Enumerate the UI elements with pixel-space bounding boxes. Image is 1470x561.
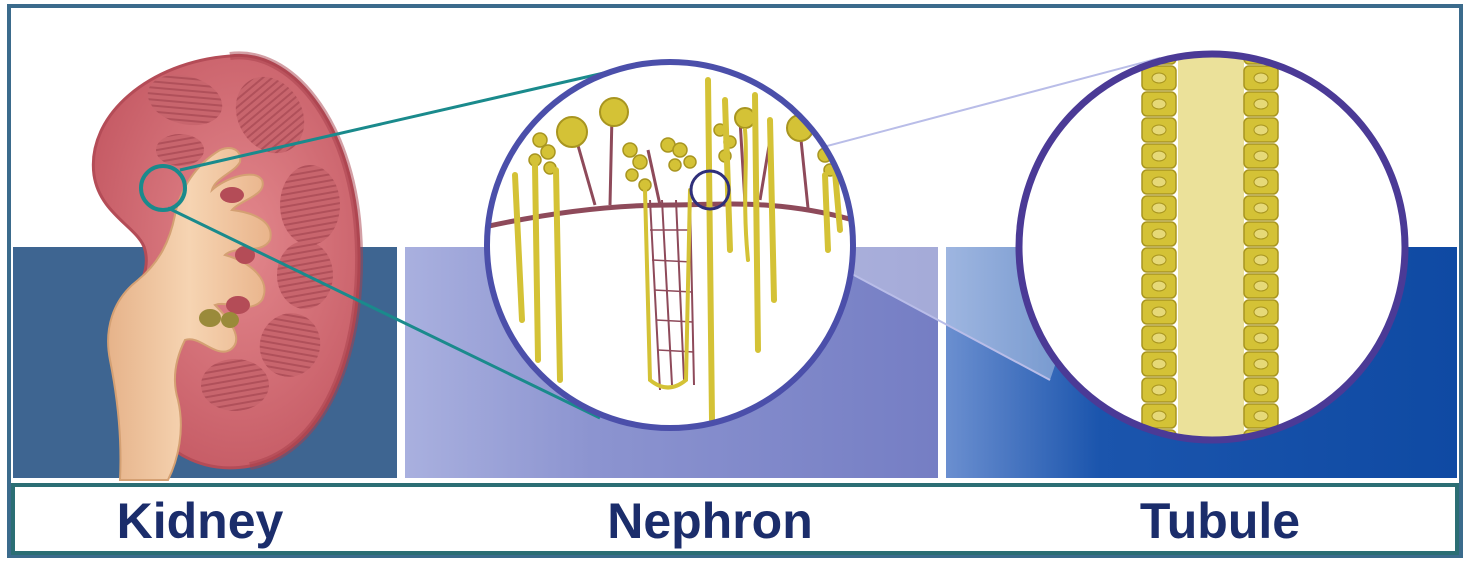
tubule-cell-nucleus bbox=[1254, 255, 1268, 265]
tubule-lumen bbox=[1178, 40, 1244, 460]
renal-pyramid bbox=[156, 134, 204, 166]
tubule-cell-nucleus bbox=[1254, 281, 1268, 291]
tubule-cell-nucleus bbox=[1254, 177, 1268, 187]
tubule-cell-nucleus bbox=[1254, 151, 1268, 161]
tubule-cell-nucleus bbox=[1152, 281, 1166, 291]
renal-pyramid bbox=[280, 165, 340, 245]
tubule-cell-nucleus bbox=[1152, 203, 1166, 213]
tubule-cell-wall-right bbox=[1244, 40, 1278, 480]
tubule-cell-nucleus bbox=[1152, 255, 1166, 265]
tubule-cell-nucleus bbox=[1152, 307, 1166, 317]
tubule-cell-nucleus bbox=[1254, 359, 1268, 369]
tubule-cell-nucleus bbox=[1152, 125, 1166, 135]
tubule-cell-nucleus bbox=[1152, 385, 1166, 395]
tubule-cell-nucleus bbox=[1152, 99, 1166, 109]
label-nephron: Nephron bbox=[540, 490, 880, 552]
tubule-cell-nucleus bbox=[1152, 177, 1166, 187]
label-kidney: Kidney bbox=[40, 490, 360, 552]
tubule-cell-nucleus bbox=[1254, 203, 1268, 213]
tubule-cell-nucleus bbox=[1254, 73, 1268, 83]
tubule-cell-nucleus bbox=[1254, 99, 1268, 109]
tubule-cell-nucleus bbox=[1254, 307, 1268, 317]
tubule-cell-nucleus bbox=[1254, 385, 1268, 395]
tubule-cell-nucleus bbox=[1254, 229, 1268, 239]
tubule-illustration bbox=[1142, 40, 1278, 480]
label-tubule: Tubule bbox=[1050, 490, 1390, 552]
renal-pyramid bbox=[201, 359, 269, 411]
tubule-cell-nucleus bbox=[1254, 333, 1268, 343]
tubule-cell-nucleus bbox=[1152, 333, 1166, 343]
tubule-cell-nucleus bbox=[1152, 151, 1166, 161]
tubule-cell-wall-left bbox=[1142, 40, 1176, 480]
tubule-cell-nucleus bbox=[1254, 125, 1268, 135]
tubule-cell-nucleus bbox=[1152, 229, 1166, 239]
tubule-cell-nucleus bbox=[1152, 73, 1166, 83]
tubule-cell-nucleus bbox=[1254, 411, 1268, 421]
tubule-cell-nucleus bbox=[1152, 411, 1166, 421]
tubule-cell-nucleus bbox=[1152, 359, 1166, 369]
